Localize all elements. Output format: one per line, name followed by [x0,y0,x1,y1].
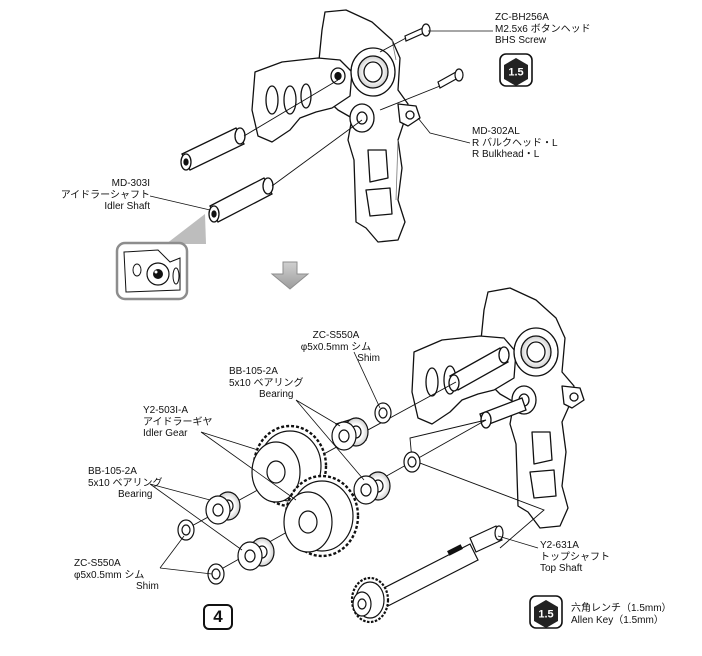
label-bearing-left: BB-105-2A 5x10 ベアリング Bearing [88,466,163,500]
label-idler-shaft: MD-303I アイドラーシャフト Idler Shaft [60,178,150,212]
leader-lines [149,30,539,575]
tool-caption: 六角レンチ（1.5mm） Allen Key（1.5mm） [571,603,672,626]
hex-badge-bottom-text: 1.5 [538,609,553,621]
bulkhead-top [251,9,421,243]
idler-shafts-bottom [448,346,527,429]
idler-gears [251,424,360,558]
step-number-badge: 4 [203,604,233,630]
down-arrow-icon [270,261,310,290]
hex-badge-top-text: 1.5 [508,67,523,79]
label-shim-top: ZC-S550A φ5x0.5mm シム Shim [300,330,380,364]
shims-bearings [177,402,421,585]
top-shaft-part [350,525,504,624]
label-shim-left: ZC-S550A φ5x0.5mm シム Shim [74,558,159,592]
label-screw: ZC-BH256A M2.5x6 ボタンヘッド BHS Screw [495,12,591,46]
label-top-shaft: Y2-631A トップシャフト Top Shaft [540,540,610,574]
label-bulkhead: MD-302AL R バルクヘッド・L R Bulkhead・L [472,126,558,160]
label-bearing-top: BB-105-2A 5x10 ベアリング Bearing [229,366,304,400]
hex-wrench-badge-top: 1.5 [499,53,533,87]
screw-parts-top [404,23,464,89]
idler-shafts-top [180,127,274,223]
axis-lines-top [243,37,441,187]
hex-wrench-badge-bottom: 1.5 [529,595,563,629]
detail-callout [115,214,206,301]
label-idler-gear: Y2-503I-A アイドラーギヤ Idler Gear [143,405,213,439]
